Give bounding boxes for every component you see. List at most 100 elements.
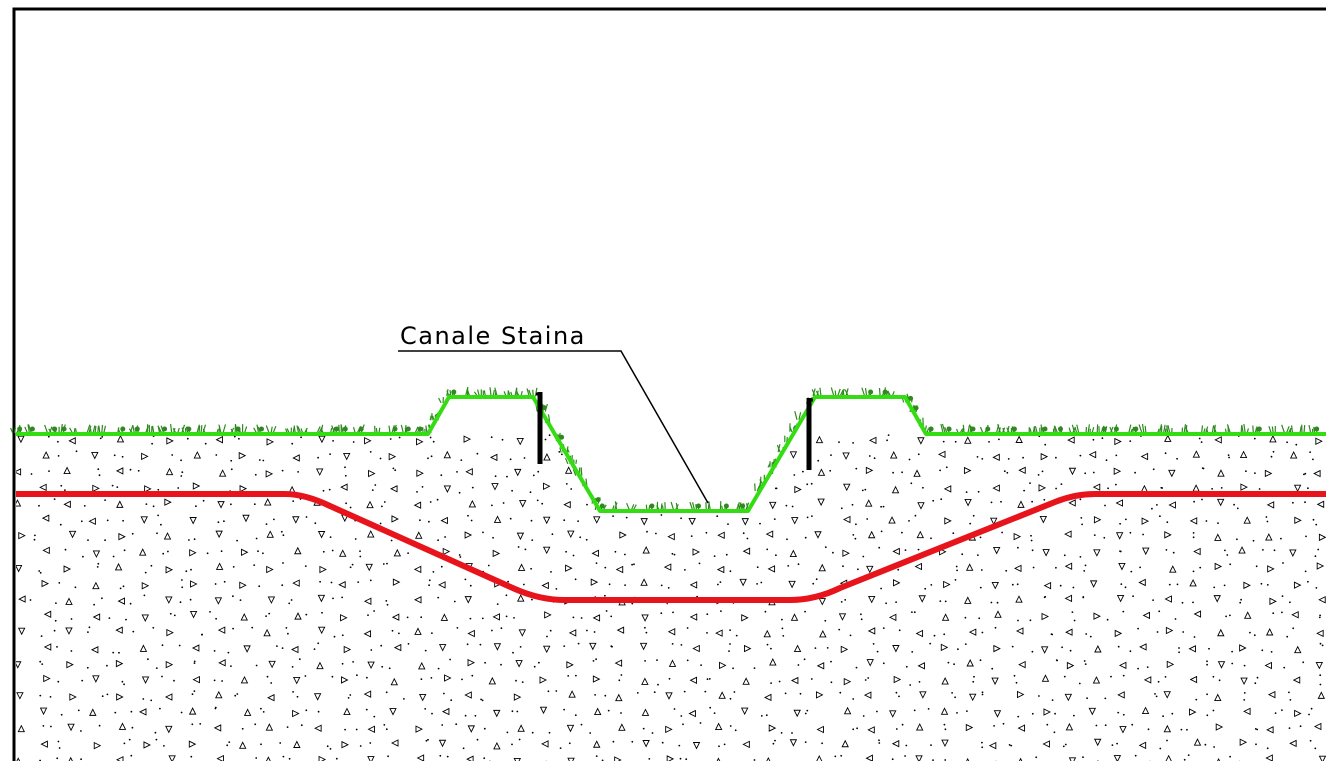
soil-grain-mark (394, 469, 397, 472)
soil-grain-mark (476, 452, 479, 455)
soil-grain-mark (281, 647, 284, 649)
soil-aggregate-mark (40, 740, 48, 748)
soil-grain-mark (56, 646, 58, 648)
soil-aggregate-mark (392, 578, 401, 586)
soil-grain-mark (317, 642, 320, 645)
soil-aggregate-mark (92, 550, 101, 558)
soil-grain-mark (1041, 470, 1044, 473)
soil-aggregate-mark (542, 546, 551, 555)
soil-grain-mark (781, 627, 784, 630)
soil-aggregate-mark (563, 500, 571, 509)
soil-aggregate-mark (438, 581, 446, 589)
soil-grain-mark (765, 714, 768, 717)
soil-grain-mark (491, 629, 493, 632)
soil-aggregate-mark (514, 468, 522, 477)
soil-grain-mark (574, 714, 577, 717)
soil-aggregate-mark (667, 627, 676, 636)
soil-grain-mark (388, 667, 391, 670)
soil-aggregate-mark (1042, 740, 1050, 748)
soil-grain-mark (476, 738, 479, 741)
soil-aggregate-mark (267, 596, 276, 604)
soil-grain-mark (721, 453, 724, 456)
soil-grain-mark (181, 471, 184, 474)
soil-grain-mark (1292, 501, 1294, 504)
soil-grain-mark (1192, 570, 1195, 573)
soil-grain-mark (829, 469, 832, 472)
soil-aggregate-mark (238, 741, 247, 749)
soil-grain-mark (719, 581, 722, 583)
soil-grain-mark (797, 664, 800, 666)
soil-grain-mark (981, 693, 984, 696)
soil-grain-mark (1116, 742, 1118, 745)
soil-aggregate-mark (638, 451, 646, 459)
soil-grain-mark (901, 531, 903, 534)
soil-grain-mark (860, 613, 862, 616)
soil-grain-mark (956, 569, 958, 572)
soil-grain-mark (716, 515, 719, 518)
soil-grain-mark (933, 634, 936, 637)
soil-grain-mark (331, 675, 334, 678)
grass-tuft-icon (1268, 425, 1276, 434)
soil-grain-mark (1129, 650, 1132, 653)
soil-grain-mark (612, 515, 614, 517)
soil-grain-mark (1117, 711, 1120, 714)
grass-tuft-icon (216, 424, 227, 434)
soil-grain-mark (1055, 487, 1057, 490)
soil-grain-mark (474, 714, 477, 717)
soil-grain-mark (122, 519, 124, 522)
soil-aggregate-mark (714, 722, 723, 730)
soil-aggregate-mark (1015, 627, 1024, 635)
soil-grain-mark (766, 643, 769, 646)
soil-grain-mark (536, 499, 539, 502)
soil-grain-mark (661, 741, 664, 744)
soil-grain-mark (832, 551, 834, 554)
soil-aggregate-mark (341, 676, 349, 684)
soil-grain-mark (1273, 549, 1276, 552)
soil-grain-mark (391, 629, 394, 632)
soil-grain-mark (1253, 634, 1256, 637)
soil-grain-mark (861, 489, 864, 492)
soil-grain-mark (1212, 675, 1215, 678)
soil-aggregate-mark (690, 483, 698, 492)
soil-aggregate-mark (1189, 517, 1198, 525)
soil-grain-mark (1280, 537, 1282, 540)
soil-grain-mark (398, 632, 400, 635)
soil-grain-mark (449, 658, 451, 661)
soil-grain-mark (223, 580, 226, 583)
soil-grain-mark (328, 488, 331, 491)
soil-aggregate-mark (914, 562, 923, 571)
soil-grain-mark (1256, 676, 1259, 679)
soil-grain-mark (842, 565, 844, 568)
soil-grain-mark (349, 566, 352, 569)
soil-grain-mark (1192, 601, 1194, 604)
soil-aggregate-mark (689, 613, 698, 621)
soil-grain-mark (432, 571, 435, 573)
soil-grain-mark (75, 450, 78, 453)
soil-grain-mark (155, 667, 158, 669)
soil-grain-mark (96, 566, 99, 568)
soil-grain-mark (679, 757, 682, 760)
soil-grain-mark (142, 698, 145, 700)
soil-aggregate-mark (343, 645, 352, 654)
soil-grain-mark (1319, 642, 1322, 645)
soil-grain-mark (953, 663, 955, 666)
soil-grain-mark (977, 554, 979, 556)
soil-grain-mark (1063, 554, 1066, 557)
soil-grain-mark (563, 645, 566, 647)
soil-aggregate-mark (793, 709, 801, 718)
soil-grain-mark (265, 523, 268, 525)
soil-grain-mark (70, 650, 73, 652)
soil-aggregate-mark (188, 740, 197, 748)
soil-grain-mark (491, 504, 493, 507)
soil-aggregate-mark (117, 597, 125, 605)
soil-aggregate-mark (1315, 661, 1324, 670)
soil-grain-mark (1069, 649, 1072, 652)
soil-aggregate-mark (542, 645, 551, 654)
soil-grain-mark (815, 578, 818, 581)
soil-aggregate-mark (1243, 581, 1251, 590)
soil-grain-mark (1083, 660, 1086, 662)
soil-grain-mark (1200, 441, 1203, 443)
soil-grain-mark (645, 631, 648, 634)
soil-grain-mark (766, 548, 769, 551)
soil-grain-mark (101, 695, 104, 698)
